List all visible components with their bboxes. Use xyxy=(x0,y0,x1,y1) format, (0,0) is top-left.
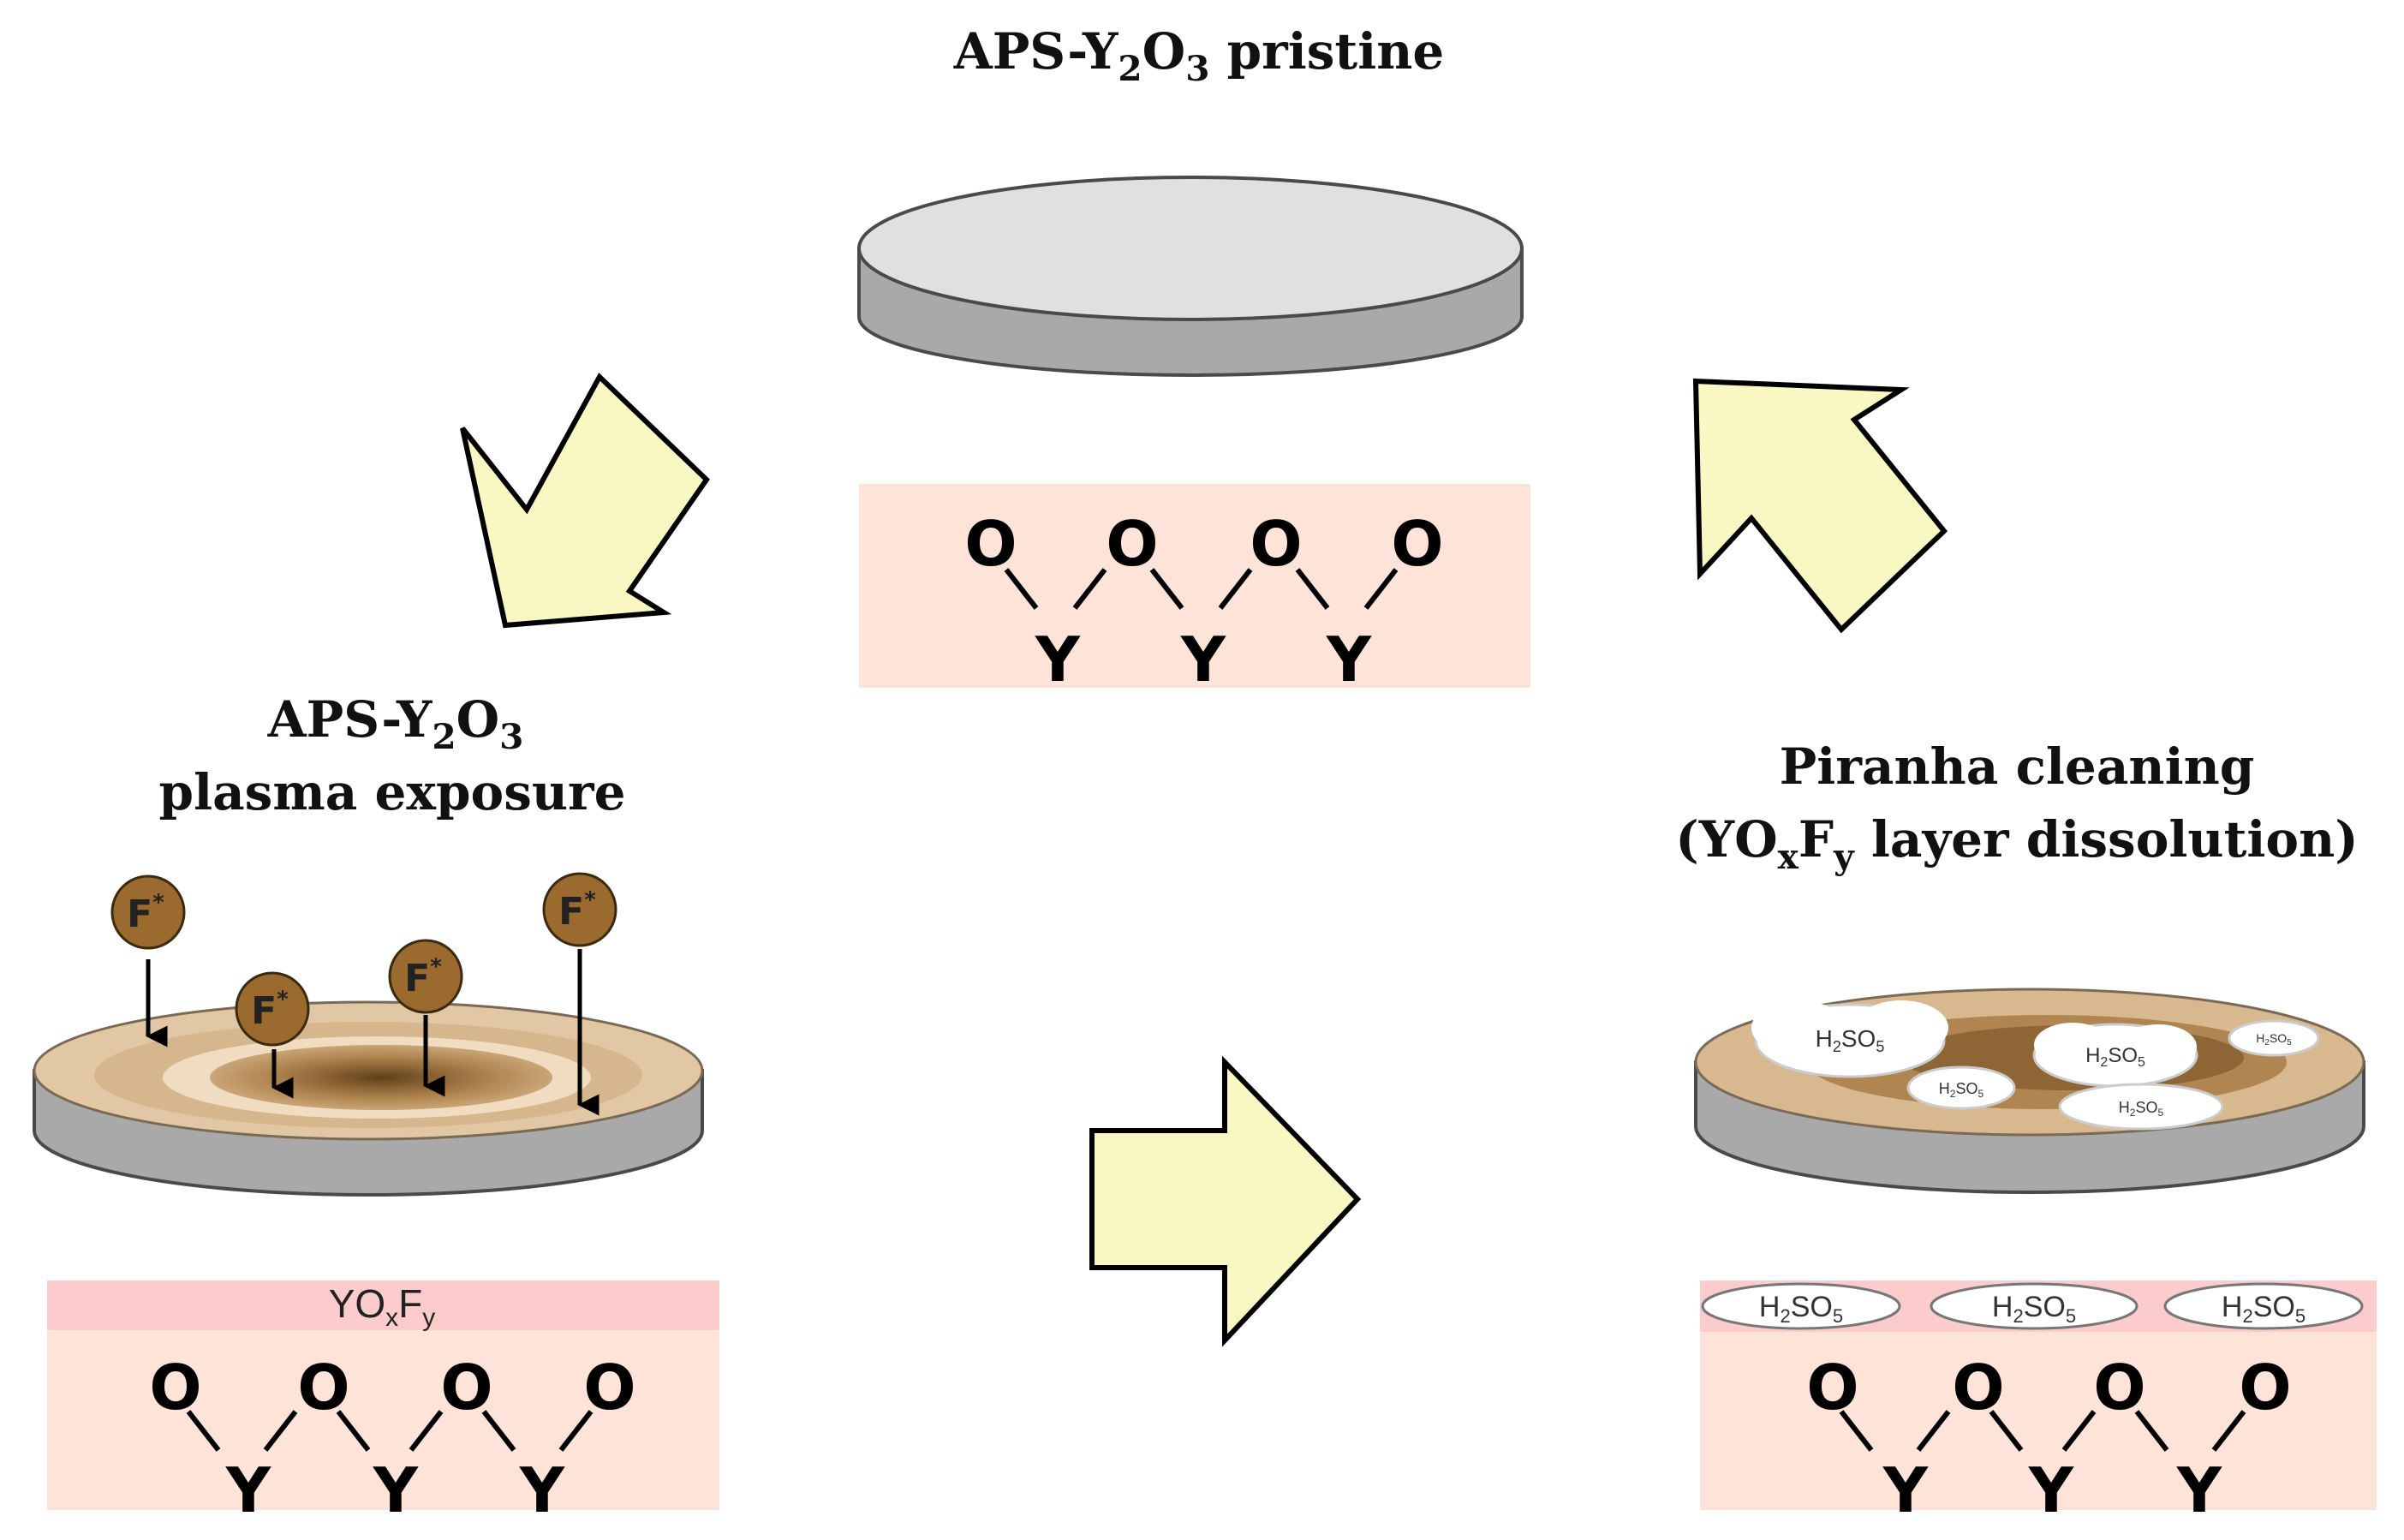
atom-o: O xyxy=(1806,1352,1858,1424)
pristine-disc xyxy=(857,176,1524,377)
layer-label-yoxfy: YOxFy xyxy=(329,1281,436,1332)
atom-y: Y xyxy=(1882,1454,1929,1526)
arrow-down-left xyxy=(460,373,710,629)
svg-text:F*: F* xyxy=(251,987,289,1033)
title-plasma-line1: APS-Y2O3 xyxy=(267,690,524,757)
radical-f: F* xyxy=(235,971,310,1047)
atom-y: Y xyxy=(1035,624,1081,695)
svg-text:H2SO5: H2SO5 xyxy=(2256,1031,2292,1048)
atom-o: O xyxy=(1106,508,1158,580)
fluorine-radicals: F* F* F* F* xyxy=(110,872,617,1116)
acid-cloud: H2SO5 xyxy=(1751,1000,1948,1078)
svg-text:H2SO5: H2SO5 xyxy=(2222,1291,2306,1327)
atom-o: O xyxy=(1250,508,1302,580)
atom-y: Y xyxy=(519,1454,565,1526)
atom-y: Y xyxy=(2028,1454,2074,1526)
radical-f: F* xyxy=(542,872,617,947)
atom-o: O xyxy=(2093,1352,2145,1424)
pristine-lattice: O O O O Y Y Y xyxy=(859,484,1530,695)
arrow-up-left xyxy=(1692,378,1948,634)
acid-clouds-disc: H2SO5 H2SO5 H2SO5 H2SO5 H2SO5 xyxy=(1751,1000,2320,1131)
title-piranha-line2: (YOxFy layer dissolution) xyxy=(1675,810,2358,877)
atom-o: O xyxy=(1391,508,1443,580)
svg-text:F*: F* xyxy=(127,890,164,936)
atom-o: O xyxy=(964,508,1017,580)
acid-cloud: H2SO5 xyxy=(2228,1019,2320,1057)
atom-y: Y xyxy=(1326,624,1372,695)
svg-text:H2SO5: H2SO5 xyxy=(1816,1025,1885,1055)
title-piranha-line1: Piranha cleaning xyxy=(1780,737,2255,796)
svg-text:H2SO5: H2SO5 xyxy=(2085,1044,2145,1070)
acid-cloud: H2SO5 xyxy=(2058,1083,2224,1131)
piranha-lattice: H2SO5 H2SO5 H2SO5 O O O O Y Y Y xyxy=(1700,1280,2377,1526)
title-pristine: APS-Y2O3 pristine xyxy=(953,22,1445,89)
atom-o: O xyxy=(149,1352,201,1424)
atom-y: Y xyxy=(2176,1454,2222,1526)
svg-text:H2SO5: H2SO5 xyxy=(2119,1099,2164,1119)
arrow-right xyxy=(1089,1055,1362,1347)
atom-o: O xyxy=(297,1352,349,1424)
atom-o: O xyxy=(440,1352,492,1424)
acid-cloud: H2SO5 xyxy=(2032,1023,2198,1088)
radical-f: F* xyxy=(388,939,463,1014)
atom-o: O xyxy=(2239,1352,2291,1424)
acid-cloud: H2SO5 xyxy=(1701,1282,1901,1330)
atom-y: Y xyxy=(373,1454,419,1526)
acid-cloud: H2SO5 xyxy=(2163,1282,2364,1330)
atom-o: O xyxy=(583,1352,635,1424)
plasma-disc xyxy=(33,1000,704,1197)
atom-y: Y xyxy=(1180,624,1226,695)
svg-text:H2SO5: H2SO5 xyxy=(1939,1080,1984,1100)
atom-o: O xyxy=(1952,1352,2004,1424)
svg-text:H2SO5: H2SO5 xyxy=(1759,1291,1843,1327)
title-plasma-line2: plasma exposure xyxy=(159,763,626,821)
acid-cloud: H2SO5 xyxy=(1930,1282,2139,1330)
acid-cloud: H2SO5 xyxy=(1906,1065,2016,1110)
plasma-lattice: YOxFy O O O O Y Y Y xyxy=(47,1280,719,1526)
svg-text:F*: F* xyxy=(558,887,596,934)
atom-y: Y xyxy=(225,1454,271,1526)
svg-text:H2SO5: H2SO5 xyxy=(1992,1291,2076,1327)
svg-text:F*: F* xyxy=(404,954,442,1000)
radical-f: F* xyxy=(110,874,186,950)
